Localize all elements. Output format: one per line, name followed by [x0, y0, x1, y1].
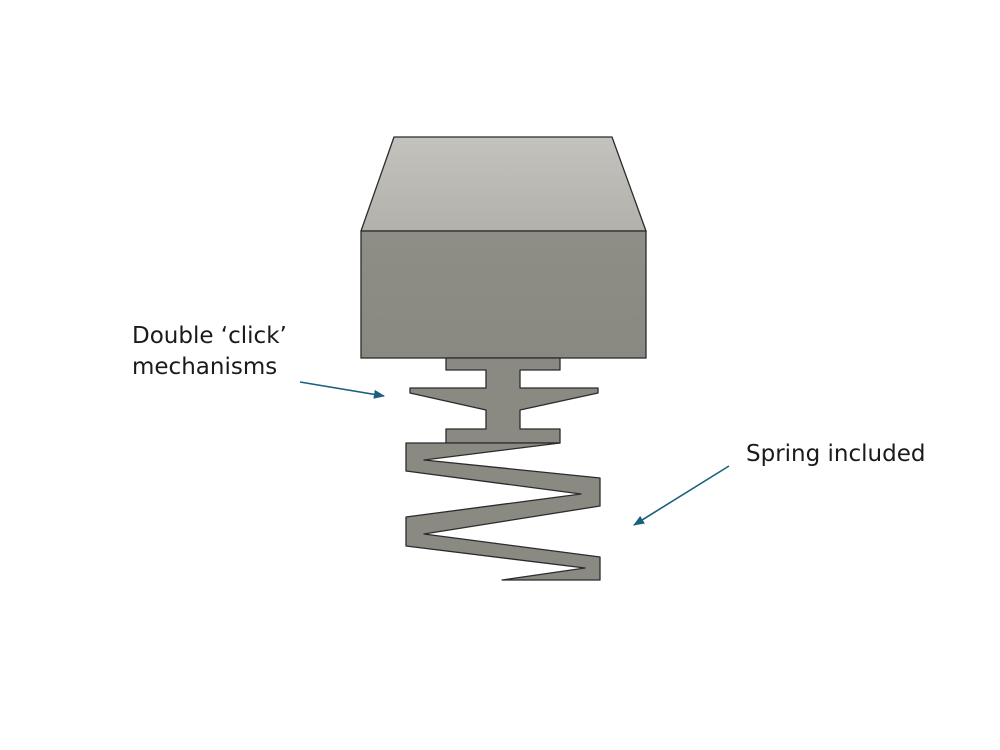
- spring-label: Spring included: [746, 441, 926, 467]
- click-label-line2: mechanisms: [132, 354, 278, 380]
- spring: [405, 442, 601, 581]
- click-annotation-arrow: [299, 381, 386, 399]
- block-top-face: [360, 136, 647, 232]
- spring-annotation-arrow: [633, 465, 730, 526]
- click-mechanism: [409, 357, 599, 444]
- click-mechanism-label: Double ‘click’ mechanisms: [132, 321, 287, 383]
- block-front-face: [360, 230, 647, 359]
- click-label-line1: Double ‘click’: [132, 323, 287, 349]
